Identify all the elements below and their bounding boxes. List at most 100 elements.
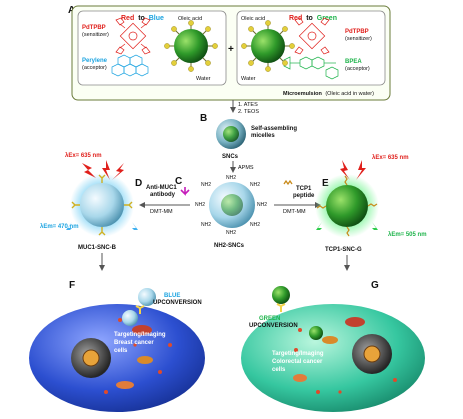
targeting-label-f: Targeting/Imaging xyxy=(114,332,166,338)
approaching-snc-f xyxy=(138,288,156,306)
nucleolus-g xyxy=(363,345,381,363)
step-ates: 1. ATES xyxy=(238,102,258,108)
micelle-green-system xyxy=(241,20,295,72)
nh2-snc-label: NH2-SNCs xyxy=(214,243,245,249)
red-to-blue-title: Red to Blue xyxy=(121,15,164,22)
internalized-snc-g xyxy=(309,326,323,340)
plus-sign: + xyxy=(228,44,234,55)
excitation-label-d: λEx= 635 nm xyxy=(65,153,102,159)
panel-c: C NH2 NH2 NH2 NH2 NH2 NH2 NH2 NH2 NH2-SN… xyxy=(175,175,267,249)
excitation-label-e: λEx= 635 nm xyxy=(372,155,409,161)
breast-cancer-label: Breast cancer xyxy=(114,340,154,346)
panel-b: B SNCs Self-assembling micelles xyxy=(200,113,297,160)
pdtpbp-molecule-icon xyxy=(115,17,151,55)
acceptor-role-green: (acceptor) xyxy=(345,66,370,72)
nh2-label: NH2 xyxy=(201,182,211,188)
micelle-heads-right xyxy=(241,20,295,72)
blue-upconversion-label: BLUE xyxy=(164,293,180,299)
panel-b-letter: B xyxy=(200,113,207,124)
green-emission-icons-e xyxy=(312,222,382,238)
panel-c-letter: C xyxy=(175,176,182,187)
water-label-right: Water xyxy=(241,76,256,82)
panel-g: G GREEN UPCONVERSION Targeting/Imaging C… xyxy=(241,280,425,412)
nh2-label: NH2 xyxy=(201,222,211,228)
nh2-label: NH2 xyxy=(250,222,260,228)
tcp1-label: TCP1 xyxy=(296,186,312,192)
panel-f-letter: F xyxy=(69,280,75,291)
muc1-snc-particle xyxy=(80,183,124,227)
panel-d: D λEx= 635 nm λEm= 470 nm MUC1-SNC-B Ant… xyxy=(40,153,190,251)
peptide-icons-e xyxy=(316,175,378,237)
step-teos: 2. TEOS xyxy=(238,109,259,115)
micelle-core-right xyxy=(251,29,285,63)
step-apms: APMS xyxy=(238,165,254,171)
antibody-icons-d xyxy=(71,174,133,236)
panel-e: E λEx= 635 nm λEm= 505 nm TCP1-SNC-G TCP… xyxy=(283,155,427,253)
sensitizer-role-right: (sensitizer) xyxy=(345,36,372,42)
red-to-green-title: Red to Green xyxy=(289,15,337,22)
nucleolus-f xyxy=(82,349,100,367)
upconversion-label-f: UPCONVERSION xyxy=(153,300,202,306)
dmt-mm-left: DMT-MM xyxy=(150,209,173,215)
nh2-label: NH2 xyxy=(195,202,205,208)
water-label-left: Water xyxy=(196,76,211,82)
self-assembling-label: Self-assembling xyxy=(251,126,297,132)
panel-d-letter: D xyxy=(135,178,142,189)
blue-emission-icons-d xyxy=(62,222,142,238)
colorectal-cancer-label: Colorectal cancer xyxy=(272,359,323,365)
micelle-blue-system xyxy=(164,20,218,72)
oleic-acid-label-left: Oleic acid xyxy=(178,16,202,22)
approaching-snc-g xyxy=(272,286,290,304)
receptor-icon-g xyxy=(276,303,286,312)
breast-cancer-cell xyxy=(29,304,205,412)
panel-a-letter: A xyxy=(68,5,75,16)
panel-f: F BLUE UPCONVERSION Targeting/Imaging Br… xyxy=(29,280,205,412)
tcp1-snc-g-label: TCP1-SNC-G xyxy=(325,247,362,253)
red-light-bolt-icons-e xyxy=(340,160,366,180)
nh2-label: NH2 xyxy=(257,202,267,208)
nh2-snc-core xyxy=(221,194,243,216)
emission-label-e: λEm= 505 nm xyxy=(388,232,427,238)
micelles-label: micelles xyxy=(251,133,275,139)
panel-g-letter: G xyxy=(371,280,379,291)
micelle-heads-left xyxy=(164,20,218,72)
antibody-label: antibody xyxy=(150,192,176,198)
green-upconversion-label: GREEN xyxy=(259,316,280,322)
dmt-mm-right: DMT-MM xyxy=(283,209,306,215)
colorectal-cancer-cell xyxy=(241,304,425,412)
nh2-label: NH2 xyxy=(226,230,236,236)
emission-label-d: λEm= 470 nm xyxy=(40,224,79,230)
muc1-snc-b-label: MUC1-SNC-B xyxy=(78,245,117,251)
snc-label: SNCs xyxy=(222,154,239,160)
acceptor-role-blue: (acceptor) xyxy=(82,65,107,71)
panel-a: A Red to Blue Oleic acid PdTPBP (sensiti… xyxy=(68,5,391,101)
peptide-label: peptide xyxy=(293,193,315,199)
sensitizer-name-left: PdTPBP xyxy=(82,25,106,31)
perylene-molecule-icon xyxy=(111,54,149,77)
cells-label-f: cells xyxy=(114,348,128,354)
acceptor-name-blue: Perylene xyxy=(82,58,108,64)
nh2-label: NH2 xyxy=(250,182,260,188)
nh2-label: NH2 xyxy=(226,175,236,181)
antibody-reagent-icon xyxy=(180,187,190,196)
pdtpbp-molecule-icon-right xyxy=(294,17,330,55)
sensitizer-name-right: PdTPBP xyxy=(345,29,369,35)
peptide-reagent-icon xyxy=(283,179,293,186)
organelles-g xyxy=(293,317,397,394)
internalized-snc-f xyxy=(122,310,138,326)
nh2-groups: NH2 NH2 NH2 NH2 NH2 NH2 NH2 NH2 xyxy=(195,175,267,236)
receptor-icon-f xyxy=(135,305,145,314)
targeting-label-g: Targeting/Imaging xyxy=(272,351,324,357)
micelle-core-left xyxy=(174,29,208,63)
tcp1-snc-particle xyxy=(326,185,368,227)
cells-label-g: cells xyxy=(272,367,286,373)
upconversion-label-g: UPCONVERSION xyxy=(249,323,298,329)
organelles-f xyxy=(104,318,172,394)
microemulsion-caption: Microemulsion (Oleic acid in water) xyxy=(283,91,374,97)
oleic-acid-label-right: Oleic acid xyxy=(241,16,265,22)
snc-particle-core xyxy=(223,126,239,142)
sensitizer-role-left: (sensitizer) xyxy=(82,32,109,38)
anti-muc1-label: Anti-MUC1 xyxy=(146,185,177,191)
acceptor-name-green: BPEA xyxy=(345,59,362,65)
